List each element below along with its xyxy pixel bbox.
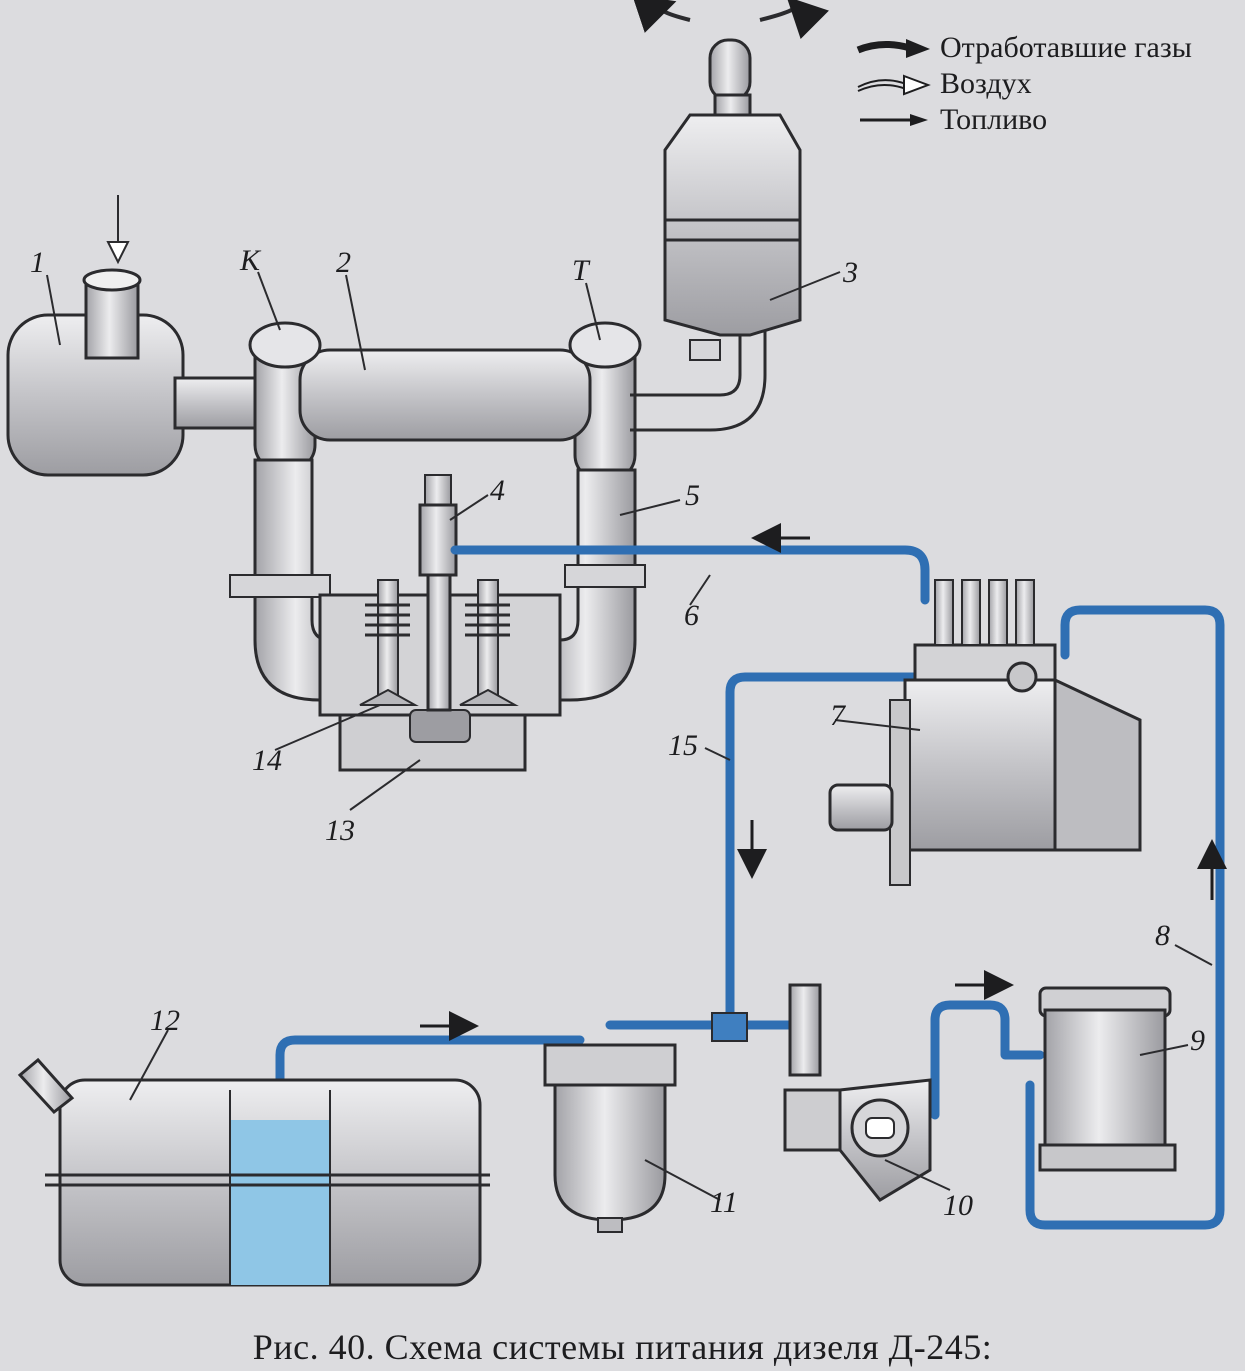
fuel-arrow-icon (860, 114, 928, 126)
muffler (632, 0, 829, 337)
air-inlet-arrow (106, 195, 130, 265)
injection-pump (828, 579, 1142, 886)
label-5: 5 (685, 479, 700, 512)
label-t: T (572, 254, 591, 287)
label-2: 2 (336, 246, 351, 279)
high-pressure-line (450, 545, 930, 605)
exhaust-arrow-icon (856, 39, 930, 58)
legend-air: Воздух (852, 66, 1032, 102)
label-13: 13 (325, 814, 355, 847)
return-line (725, 672, 1020, 1025)
injector (418, 474, 458, 712)
air-arrow-icon (857, 74, 931, 96)
intake-valve (359, 579, 419, 706)
pump-sections (934, 579, 1035, 646)
tank-suction-line (275, 1035, 585, 1220)
fuel-lines (275, 545, 1225, 1230)
legend-fuel: Топливо (852, 102, 1047, 138)
label-7: 7 (830, 699, 847, 732)
exhaust-pipe (543, 330, 767, 702)
legend-label-air: Воздух (940, 67, 1032, 100)
part-labels: 1 K 2 T 3 4 5 6 7 15 14 13 8 9 12 10 11 (30, 244, 1205, 1222)
fuel-tank (17, 1057, 490, 1287)
air-cleaner (6, 268, 257, 477)
label-9: 9 (1190, 1024, 1205, 1057)
label-15: 15 (668, 729, 698, 762)
label-k: K (239, 244, 262, 277)
legend-exhaust: Отработавшие газы (852, 30, 1192, 66)
label-11: 11 (710, 1186, 738, 1219)
figure-caption: Рис. 40. Схема системы питания дизеля Д-… (252, 1327, 993, 1367)
label-1: 1 (30, 246, 45, 279)
label-4: 4 (490, 474, 505, 507)
fuel-system-diagram: 1 K 2 T 3 4 5 6 7 15 14 13 8 9 12 10 11 (6, 0, 1227, 1287)
leader-lines (46, 271, 1213, 1201)
feed-line-to-pump (1025, 605, 1225, 1230)
label-3: 3 (842, 256, 858, 289)
label-8: 8 (1155, 919, 1170, 952)
label-14: 14 (252, 744, 282, 777)
coarse-filter (543, 1043, 677, 1233)
fuel-flow-arrows (420, 523, 1227, 1041)
legend-label-exhaust: Отработавшие газы (940, 31, 1192, 64)
turbocharger-manifold (248, 321, 642, 482)
priming-pump (711, 983, 932, 1202)
legend-label-fuel: Топливо (940, 103, 1048, 136)
label-6: 6 (684, 599, 699, 632)
exhaust-valve (459, 579, 519, 706)
label-10: 10 (943, 1189, 973, 1222)
label-12: 12 (150, 1004, 180, 1037)
fine-filter (1038, 986, 1177, 1172)
